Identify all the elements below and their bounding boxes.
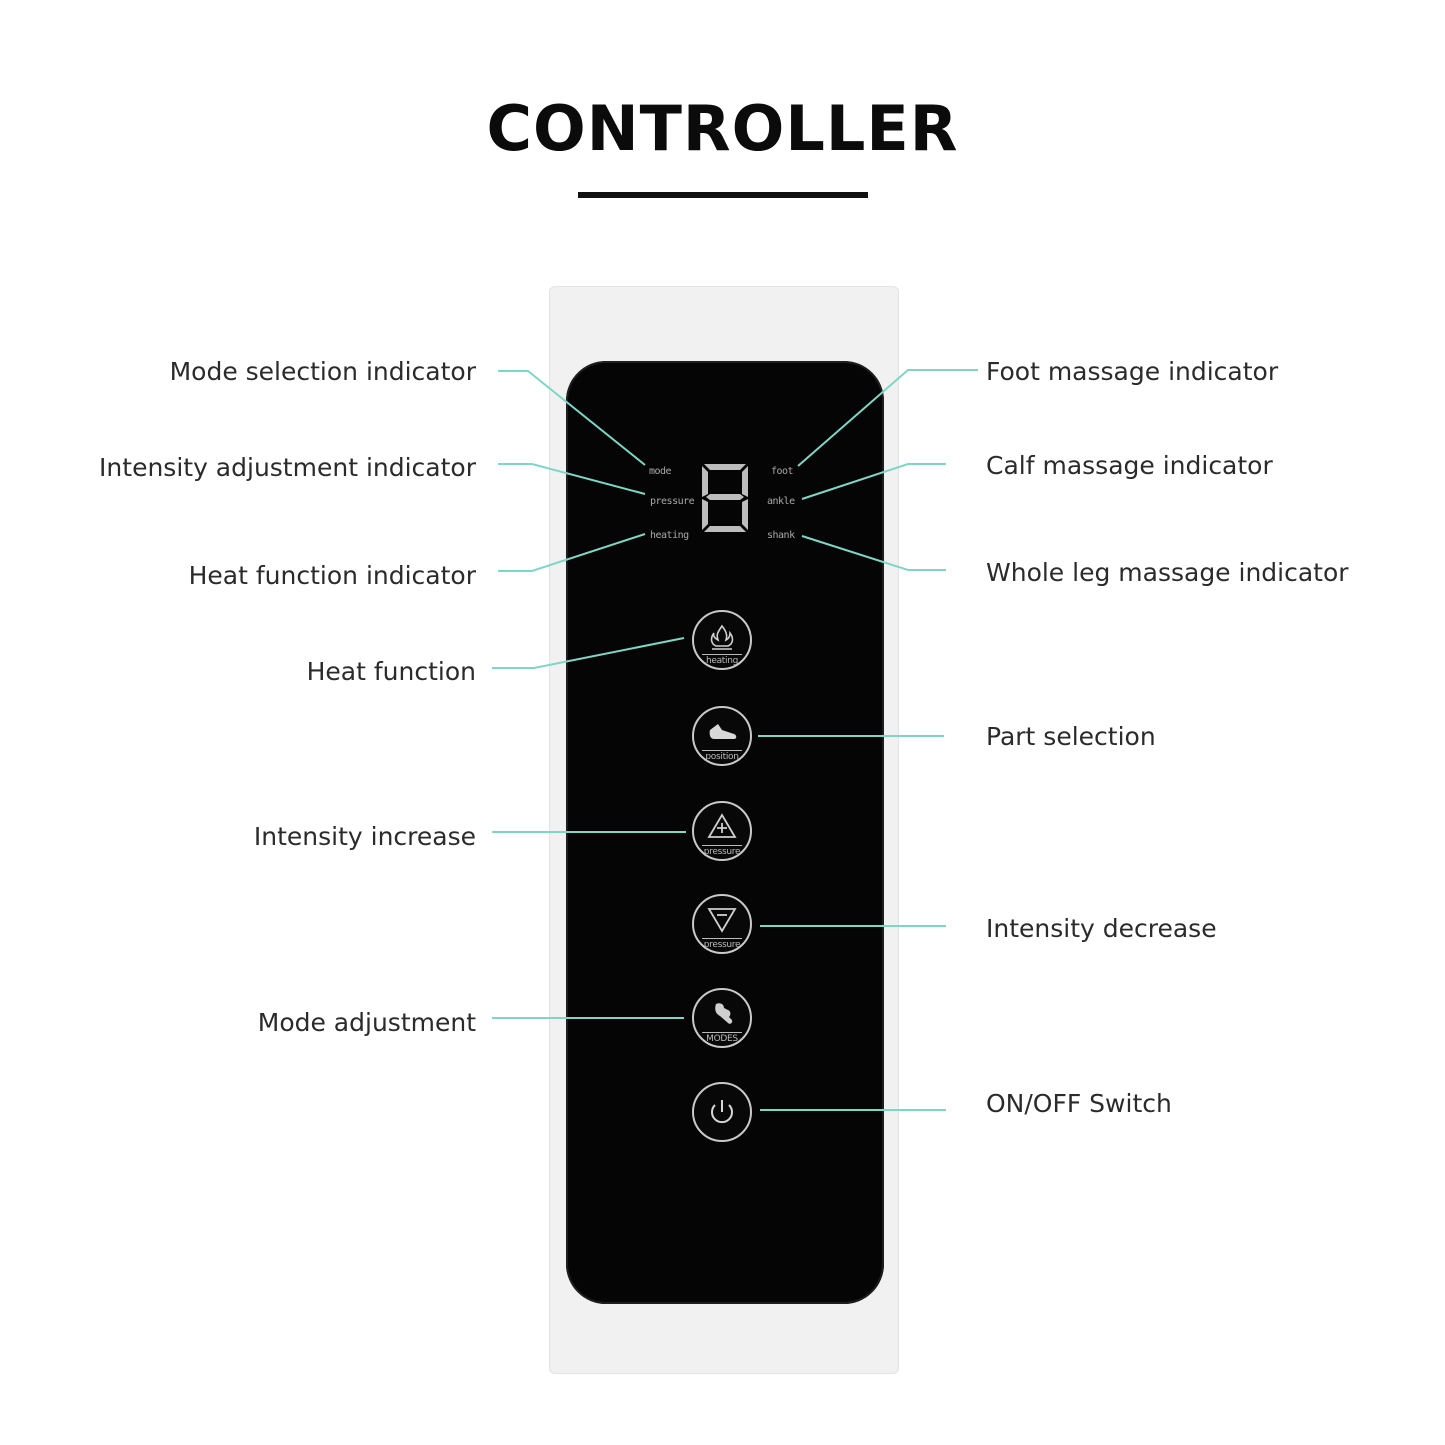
leader-heat-function [492, 637, 685, 669]
heat-button-caption: heating [702, 654, 742, 666]
label-heat-function-indicator: Heat function indicator [188, 561, 476, 590]
intensity-increase-caption: pressure [702, 845, 742, 857]
indicator-pressure: pressure [650, 496, 695, 507]
modes-button[interactable]: MODES [692, 988, 752, 1048]
label-calf-massage-indicator: Calf massage indicator [986, 451, 1273, 480]
label-whole-leg-massage-indicator: Whole leg massage indicator [986, 558, 1349, 587]
position-button[interactable]: position [692, 706, 752, 766]
label-mode-selection-indicator: Mode selection indicator [169, 357, 476, 386]
flame-icon [710, 624, 734, 650]
leader-intensity-adjustment [498, 463, 646, 495]
leader-calf-massage [801, 463, 946, 500]
indicator-foot: foot [771, 466, 794, 477]
power-icon [711, 1100, 733, 1124]
label-mode-adjustment: Mode adjustment [257, 1008, 476, 1037]
intensity-increase-button[interactable]: pressure [692, 801, 752, 861]
indicator-heating: heating [650, 530, 689, 541]
label-intensity-adjustment-indicator: Intensity adjustment indicator [99, 453, 476, 482]
page-title: CONTROLLER [486, 92, 959, 165]
modes-button-caption: MODES [702, 1032, 742, 1044]
indicator-mode: mode [649, 466, 672, 477]
leader-heat-indicator [498, 533, 646, 572]
indicator-ankle: ankle [767, 496, 795, 507]
label-on-off-switch: ON/OFF Switch [986, 1089, 1172, 1118]
label-intensity-decrease: Intensity decrease [986, 914, 1217, 943]
power-button[interactable] [692, 1082, 752, 1142]
triangle-up-plus-icon [707, 813, 737, 838]
label-foot-massage-indicator: Foot massage indicator [986, 357, 1279, 386]
title-underline [578, 192, 868, 198]
leader-foot-massage [797, 369, 978, 467]
intensity-decrease-button[interactable]: pressure [692, 894, 752, 954]
hand-icon [715, 1003, 733, 1024]
intensity-decrease-caption: pressure [702, 938, 742, 950]
seven-segment-display [702, 464, 748, 532]
foot-icon [709, 724, 737, 739]
label-heat-function: Heat function [306, 657, 476, 686]
label-intensity-increase: Intensity increase [253, 822, 476, 851]
leader-mode-selection [498, 370, 646, 466]
label-part-selection: Part selection [986, 722, 1156, 751]
leader-whole-leg [801, 535, 946, 571]
heat-button[interactable]: heating [692, 610, 752, 670]
indicator-shank: shank [767, 530, 795, 541]
triangle-down-minus-icon [707, 908, 737, 933]
position-button-caption: position [702, 750, 742, 762]
